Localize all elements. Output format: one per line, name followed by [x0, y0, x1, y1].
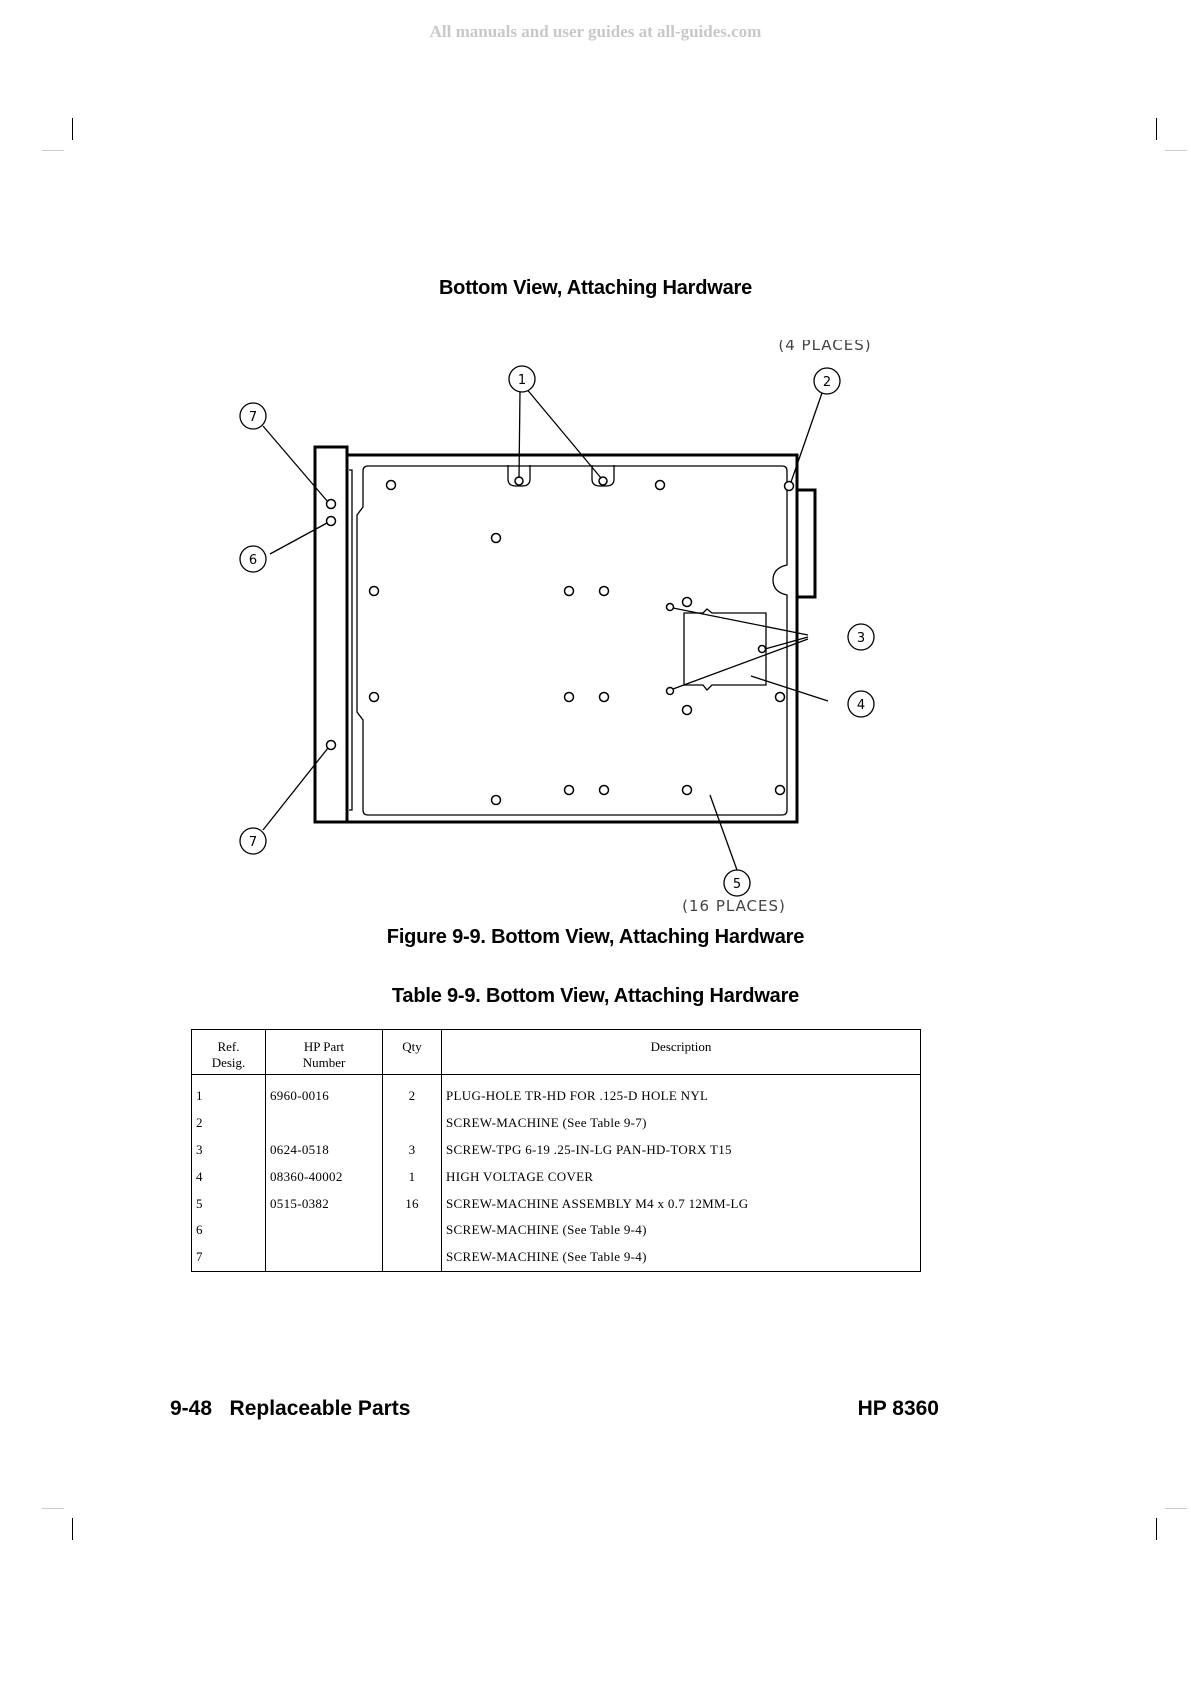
leader-line — [709, 794, 738, 871]
screw — [490, 532, 502, 544]
figure-caption: Figure 9-9. Bottom View, Attaching Hardw… — [386, 926, 805, 948]
callout-bubble — [813, 367, 841, 395]
screw — [563, 784, 575, 796]
crop-mark — [1165, 150, 1187, 151]
screw — [598, 784, 610, 796]
chassis-outline — [347, 453, 799, 824]
table-row: 2 SCREW-MACHINE (See Table 9-7) — [191, 1109, 921, 1137]
leader-line — [750, 675, 829, 702]
screw — [325, 515, 337, 527]
crop-mark — [1165, 1508, 1187, 1509]
note-4-places: (4 PLACES) — [778, 340, 871, 354]
table-caption: Table 9-9. Bottom View, Attaching Hardwa… — [391, 985, 800, 1007]
callout-6: 6 — [249, 553, 257, 568]
footer-page-label: 9-48 Replaceable Parts — [170, 1397, 411, 1420]
leader-line — [672, 607, 809, 636]
leader-line — [518, 390, 521, 479]
plug-hole — [507, 465, 531, 487]
callout-bubble — [508, 365, 536, 393]
leader-line — [524, 386, 602, 479]
callout-7-bottom: 7 — [249, 835, 257, 850]
crop-mark — [1156, 118, 1157, 140]
leader-line — [262, 747, 329, 831]
callout-bubble — [239, 402, 267, 430]
screw — [598, 476, 608, 486]
plug-hole — [591, 465, 615, 487]
screw — [774, 691, 786, 703]
bottom-view-diagram: 1 2 3 4 5 6 7 7 (4 PLACES) (16 PLACES) — [239, 340, 875, 915]
callout-7-top: 7 — [249, 410, 257, 425]
screw — [654, 479, 666, 491]
note-16-places: (16 PLACES) — [682, 897, 786, 915]
leader-line — [790, 392, 823, 483]
callout-bubble — [847, 623, 875, 651]
screw — [681, 704, 693, 716]
inner-rail — [349, 469, 353, 811]
screw — [368, 585, 380, 597]
screw — [325, 498, 337, 510]
cover-screw — [665, 602, 675, 612]
section-title: Bottom View, Attaching Hardware — [438, 277, 753, 299]
inner-plate — [356, 465, 788, 816]
screw — [681, 784, 693, 796]
front-panel — [313, 445, 349, 824]
callout-bubble — [847, 690, 875, 718]
screw — [490, 794, 502, 806]
callout-bubble — [239, 827, 267, 855]
screw — [681, 596, 693, 608]
screw — [774, 784, 786, 796]
screw — [514, 476, 524, 486]
crop-mark — [42, 1508, 64, 1509]
header-description: Description — [441, 1029, 921, 1075]
table-row: 6 SCREW-MACHINE (See Table 9-4) — [191, 1216, 921, 1244]
watermark: All manuals and user guides at all-guide… — [429, 22, 762, 41]
callout-bubble — [723, 869, 751, 897]
crop-mark — [72, 1518, 73, 1540]
crop-mark — [72, 118, 73, 140]
crop-mark — [42, 150, 64, 151]
callout-bubble — [239, 545, 267, 573]
screw — [598, 585, 610, 597]
screw — [598, 691, 610, 703]
callout-4: 4 — [857, 698, 865, 713]
screw — [368, 691, 380, 703]
screw — [563, 585, 575, 597]
header-qty: Qty — [382, 1029, 442, 1075]
leader-line — [269, 522, 328, 555]
leader-line — [672, 638, 809, 690]
screw — [563, 691, 575, 703]
leader-line — [262, 425, 329, 503]
callout-2: 2 — [823, 375, 831, 390]
footer-model: HP 8360 — [857, 1397, 939, 1420]
screw — [385, 479, 397, 491]
callout-5: 5 — [733, 877, 741, 892]
header-ref-desig: Ref.Desig. — [191, 1029, 266, 1075]
crop-mark — [1156, 1518, 1157, 1540]
screw — [325, 739, 337, 751]
callout-1: 1 — [518, 373, 526, 388]
high-voltage-cover — [683, 608, 767, 691]
callout-3: 3 — [857, 631, 865, 646]
cover-screw — [665, 686, 675, 696]
leader-line — [764, 636, 809, 650]
screw — [783, 480, 795, 492]
rear-connector — [797, 488, 817, 599]
table-row: 7 SCREW-MACHINE (See Table 9-4) — [191, 1243, 921, 1272]
cover-screw — [757, 644, 767, 654]
